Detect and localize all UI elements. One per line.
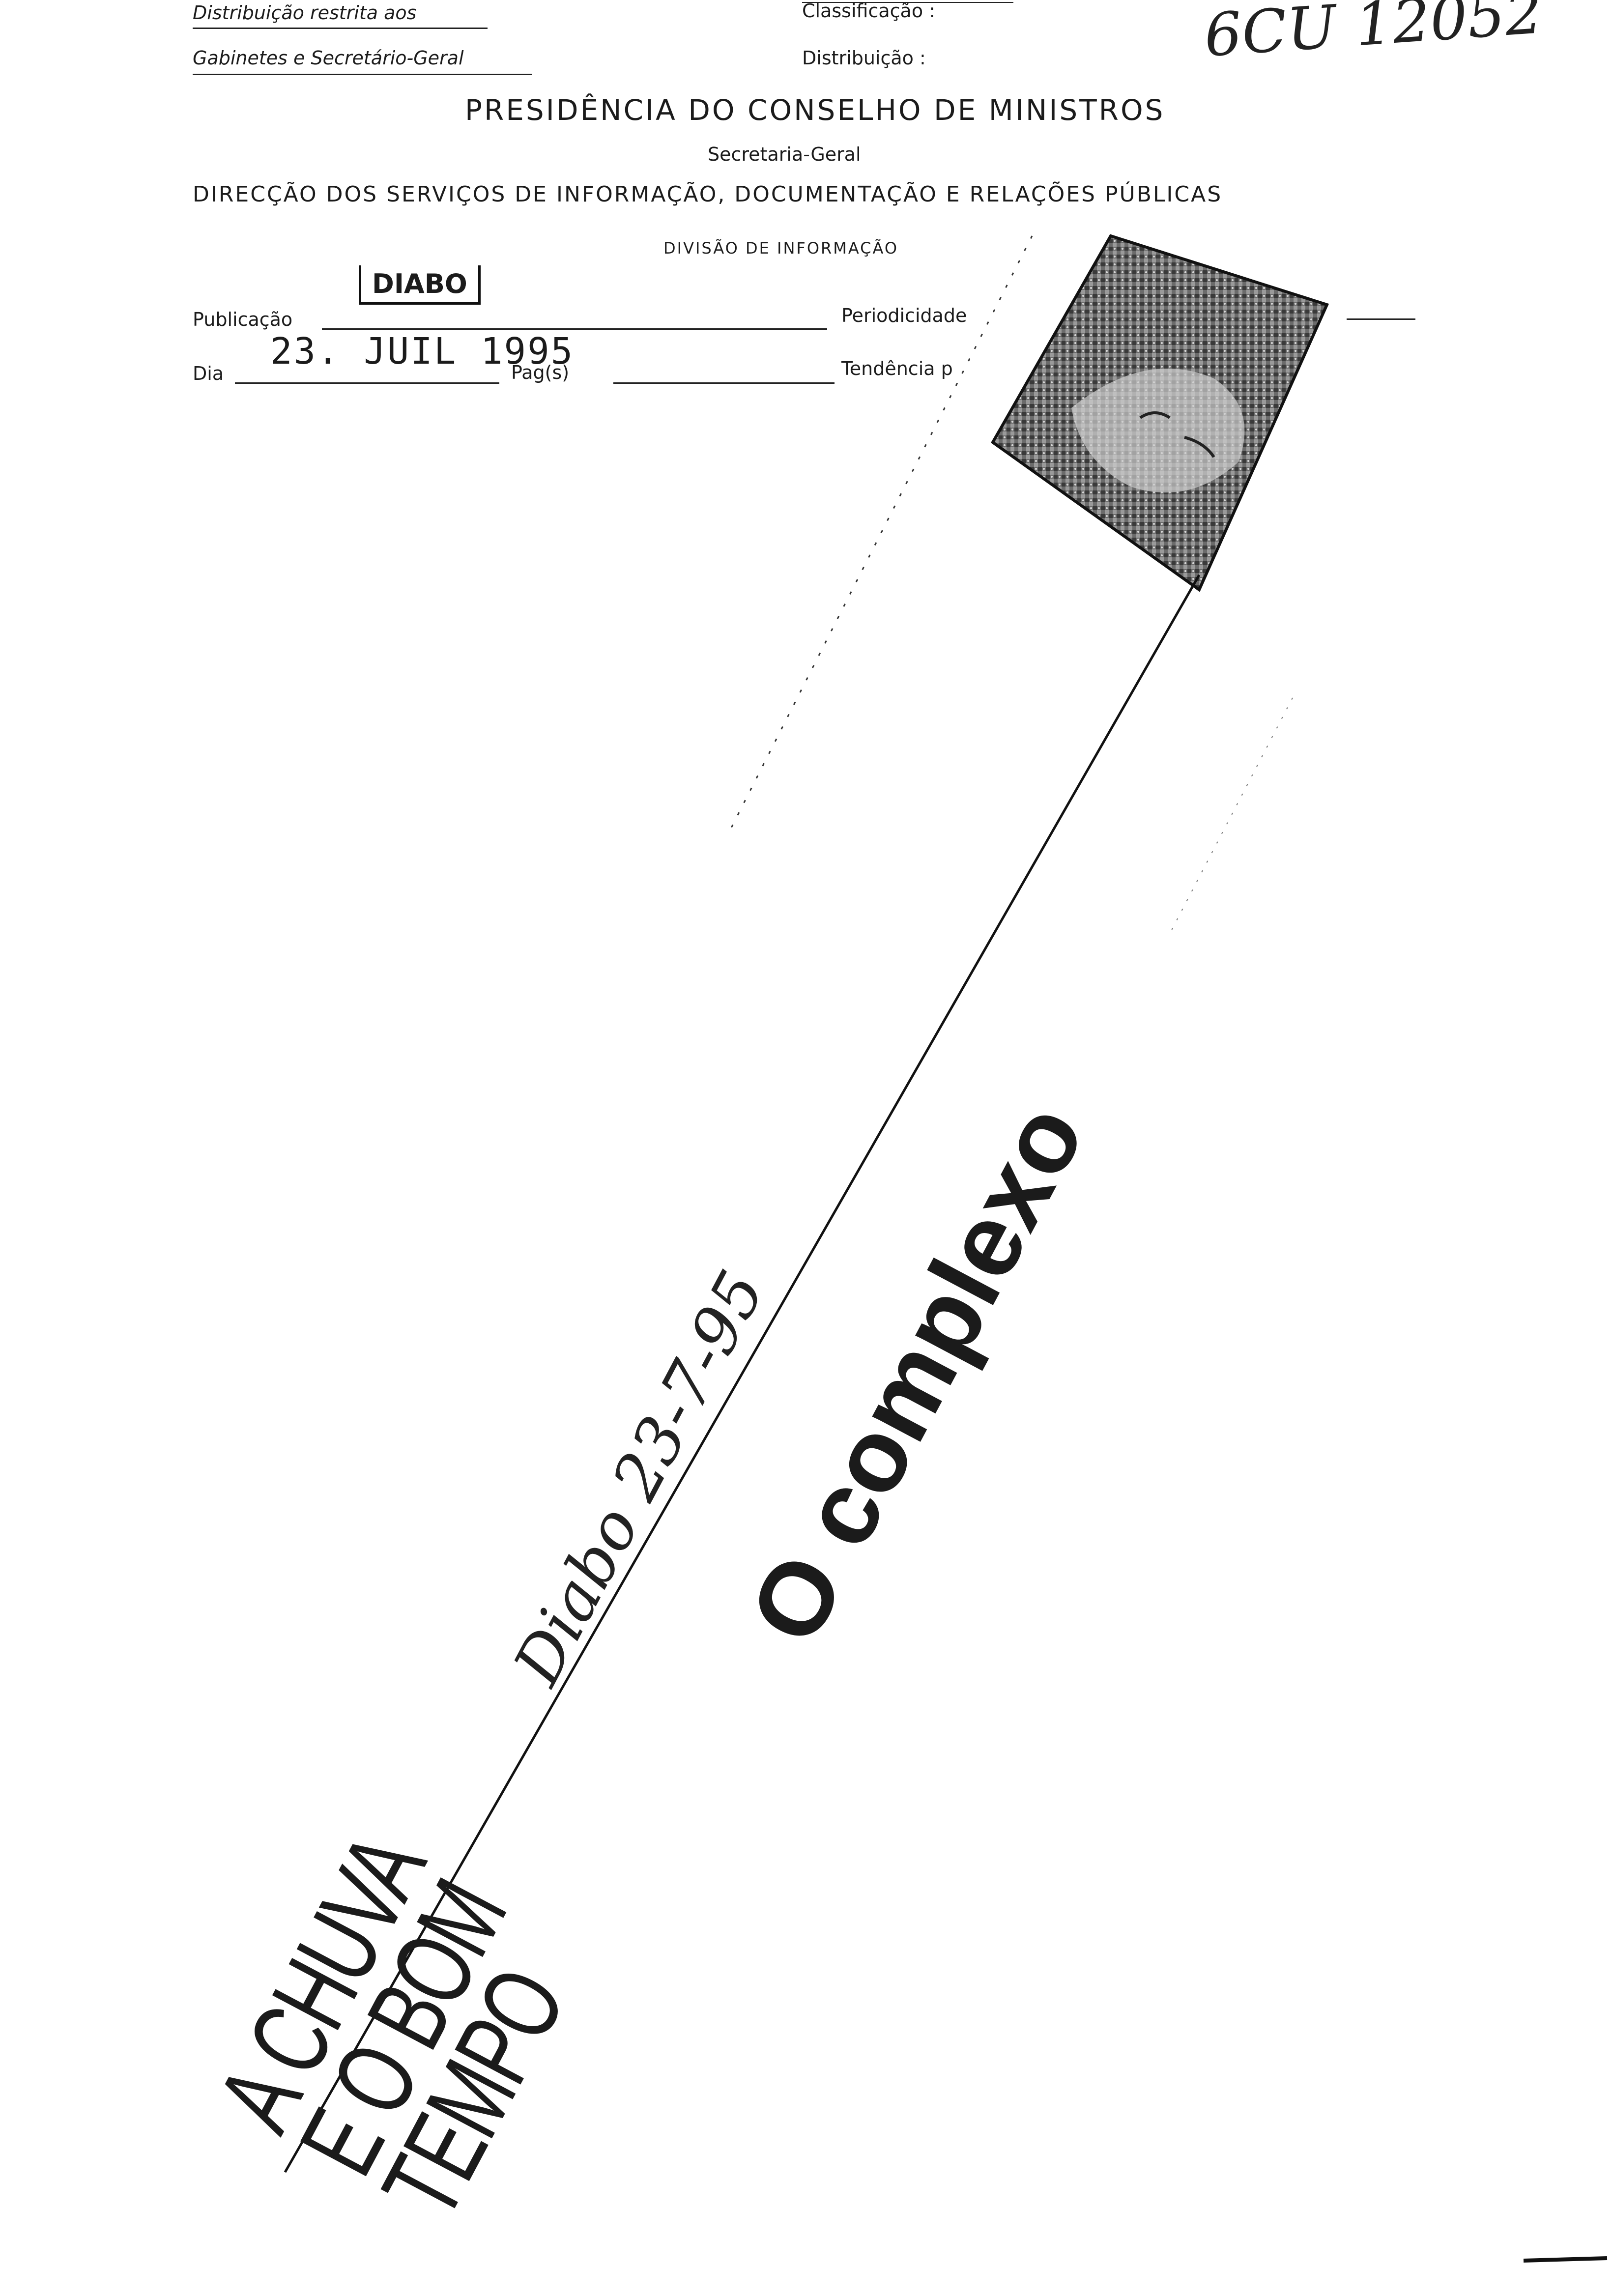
pages-label: Pag(s)	[511, 362, 570, 383]
restricted-distribution-line2: Gabinetes e Secretário-Geral	[193, 47, 464, 69]
periodicity-line	[1347, 318, 1415, 320]
presidency-title: PRESIDÊNCIA DO CONSELHO DE MINISTROS	[465, 93, 1165, 127]
directorate-title: DIRECÇÃO DOS SERVIÇOS DE INFORMAÇÃO, DOC…	[193, 182, 1223, 207]
portrait-photo	[991, 234, 1329, 592]
periodicity-label: Periodicidade	[841, 305, 967, 326]
secretariat-title: Secretaria-Geral	[708, 144, 861, 165]
day-date-stamp: 23. JUIL 1995	[270, 330, 575, 373]
day-label: Dia	[193, 363, 224, 384]
distribution-label: Distribuição :	[802, 47, 926, 69]
header-underline-1	[193, 28, 488, 29]
tendency-label: Tendência p	[841, 358, 953, 379]
division-title: DIVISÃO DE INFORMAÇÃO	[663, 239, 899, 258]
classification-label: Classificação :	[802, 0, 935, 22]
day-line	[235, 382, 499, 384]
restricted-distribution-line1: Distribuição restrita aos	[193, 2, 417, 24]
classification-line	[802, 2, 1013, 3]
publication-line	[322, 328, 827, 330]
publication-stamp: DIABO	[359, 265, 481, 305]
publication-label: Publicação	[193, 309, 293, 330]
pages-line	[613, 382, 835, 384]
header-underline-2	[193, 74, 532, 75]
